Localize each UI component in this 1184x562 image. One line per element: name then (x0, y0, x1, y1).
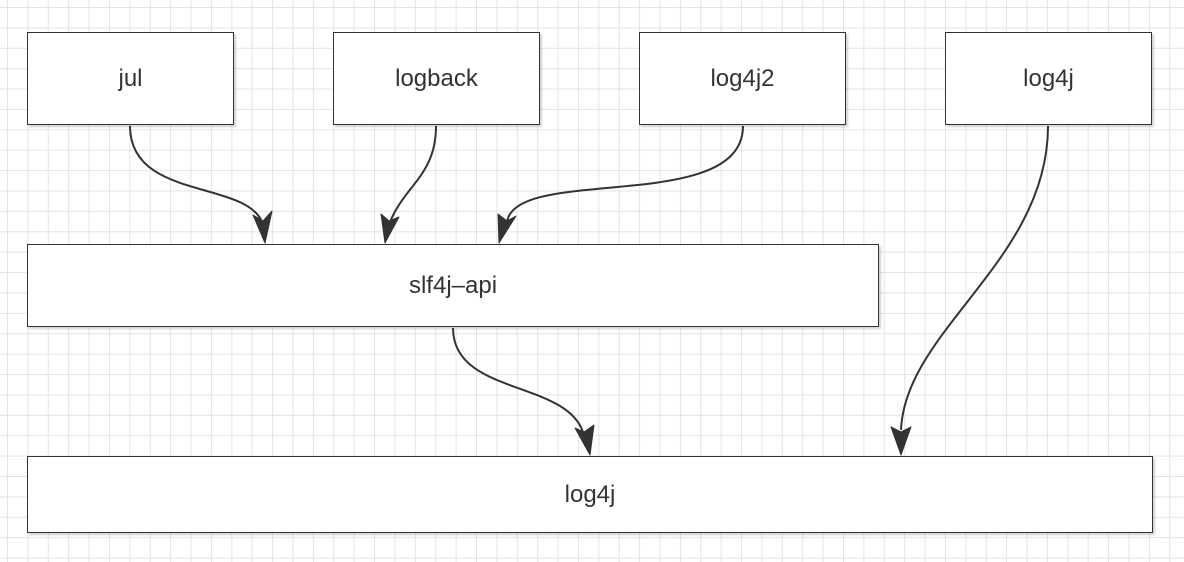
node-log4j2[interactable]: log4j2 (639, 32, 846, 125)
edge-slf4j-api-to-log4j (452, 327, 584, 433)
node-label: slf4j–api (408, 271, 498, 299)
node-log4j-bottom[interactable]: log4j (27, 456, 1153, 533)
arrowhead-log4j2-to-slf4j-api (497, 213, 517, 244)
node-logback[interactable]: logback (333, 32, 540, 125)
edge-logback-to-slf4j-api (389, 125, 437, 223)
edge-log4j-top-to-log4j-bottom (900, 125, 1049, 431)
node-slf4j-api[interactable]: slf4j–api (27, 244, 879, 327)
node-label: log4j (564, 480, 616, 508)
arrowhead-jul-to-slf4j-api (252, 210, 273, 244)
node-label: jul (118, 64, 143, 92)
node-jul[interactable]: jul (27, 32, 234, 125)
node-label: logback (395, 64, 478, 92)
node-log4j-top[interactable]: log4j (945, 32, 1152, 125)
edge-log4j2-to-slf4j-api (506, 125, 744, 223)
node-label: log4j (1023, 64, 1074, 92)
arrowhead-log4j-top-to-log4j-bottom (890, 426, 912, 456)
arrowhead-slf4j-api-to-log4j (574, 424, 595, 456)
node-label: log4j2 (710, 64, 775, 92)
edge-jul-to-slf4j-api (129, 125, 263, 223)
arrowhead-logback-to-slf4j-api (380, 213, 400, 244)
